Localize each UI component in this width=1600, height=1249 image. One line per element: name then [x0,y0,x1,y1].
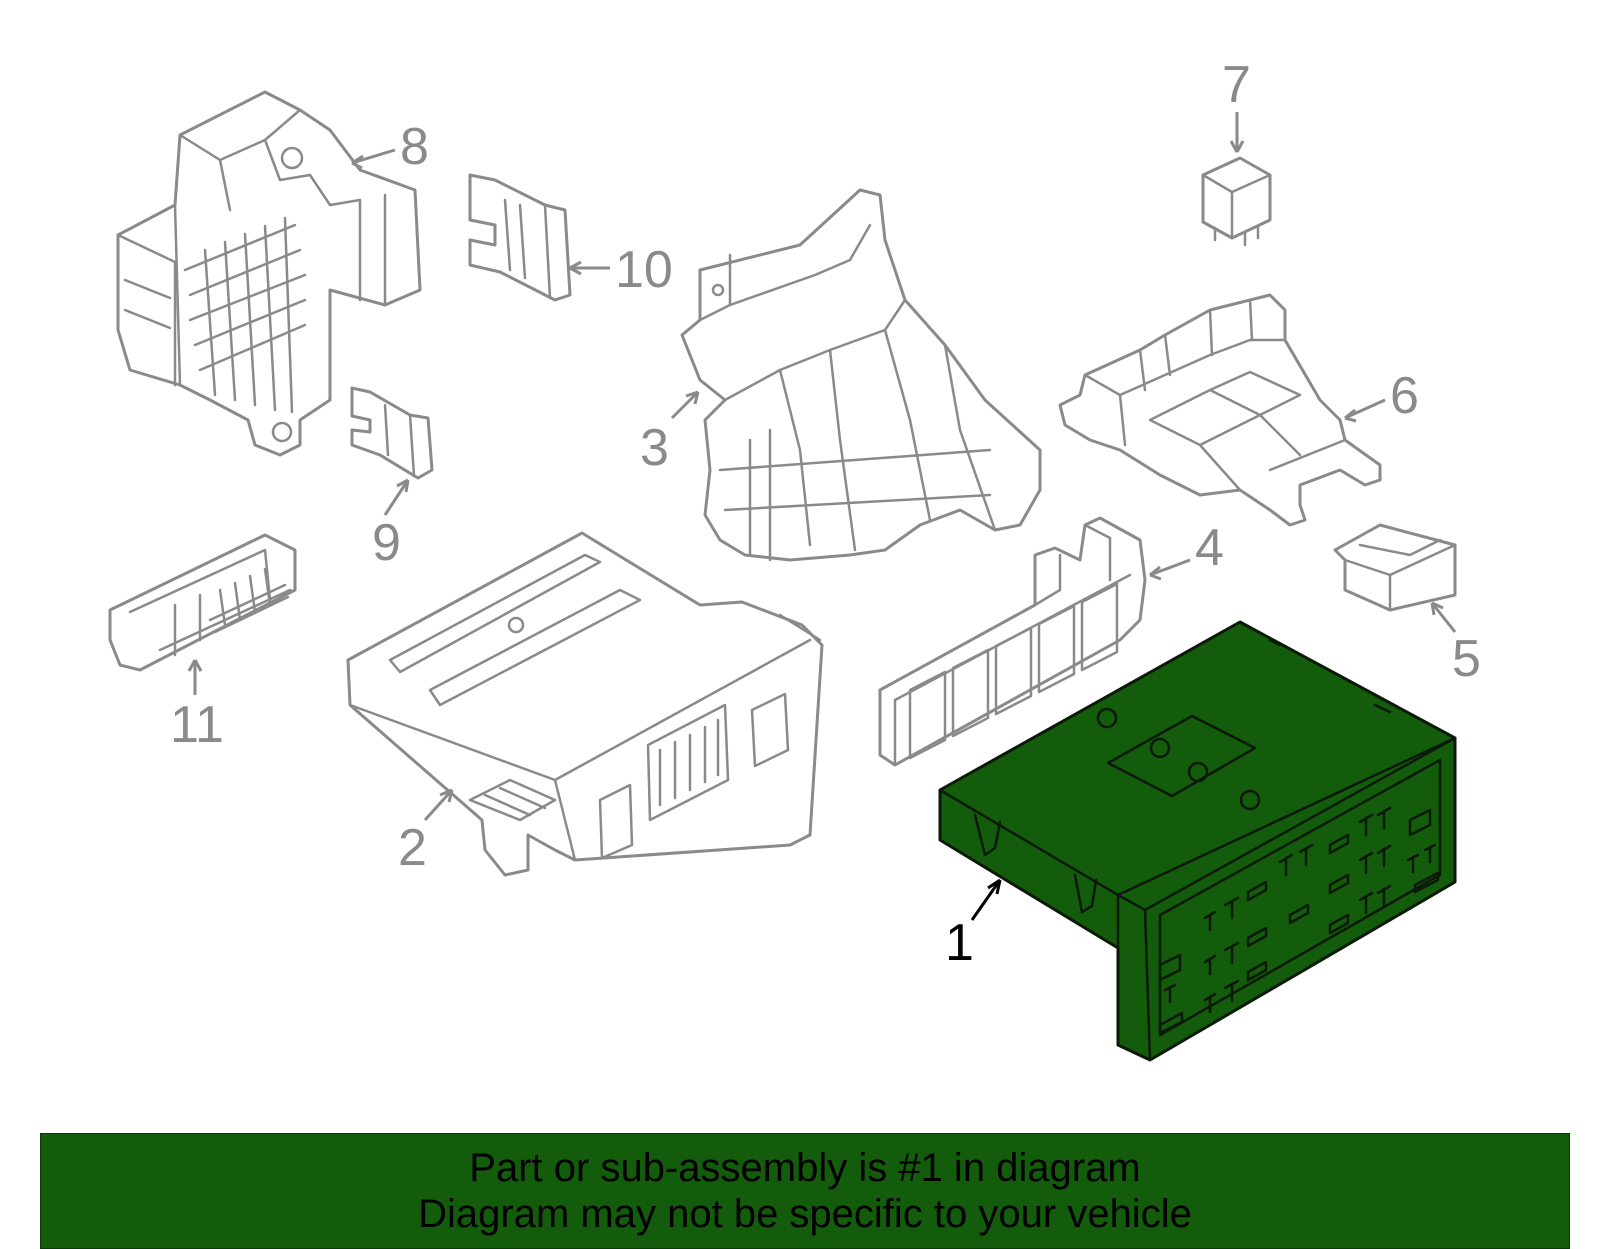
part-11-fuse-strip [108,533,297,672]
callout-7: 7 [1222,56,1251,114]
part-2-control-module [346,531,824,877]
part-6-relay-carrier [1058,293,1382,527]
part-10-blade-fuse [468,173,572,302]
callout-3: 3 [640,419,669,477]
part-5-connector [1333,523,1457,612]
callout-5: 5 [1452,630,1481,688]
parts-diagram: 1 2 3 4 5 6 7 8 9 10 11 [108,56,1481,1062]
callout-4: 4 [1195,519,1224,577]
callout-10: 10 [615,241,673,299]
part-1-terminal-marks [1158,806,1440,1035]
callout-2: 2 [398,819,427,877]
part-4-fuse-holder [878,516,1147,767]
part-9-mini-fuse [350,386,434,480]
info-banner: Part or sub-assembly is #1 in diagram Di… [40,1133,1570,1249]
callout-1: 1 [945,914,974,972]
callout-8: 8 [400,118,429,176]
callout-6: 6 [1390,367,1419,425]
banner-line-1: Part or sub-assembly is #1 in diagram [469,1146,1141,1190]
part-8-fuse-box [116,90,422,457]
callout-9: 9 [372,514,401,572]
callout-numbers: 1 2 3 4 5 6 7 8 9 10 11 [170,56,1481,972]
callout-11: 11 [170,696,224,754]
part-7-relay [1201,156,1272,247]
part-3-bracket-housing [680,188,1042,562]
leader-lines [187,112,1457,921]
part-1-highlighted-module [938,620,1457,1062]
banner-line-2: Diagram may not be specific to your vehi… [418,1192,1192,1236]
